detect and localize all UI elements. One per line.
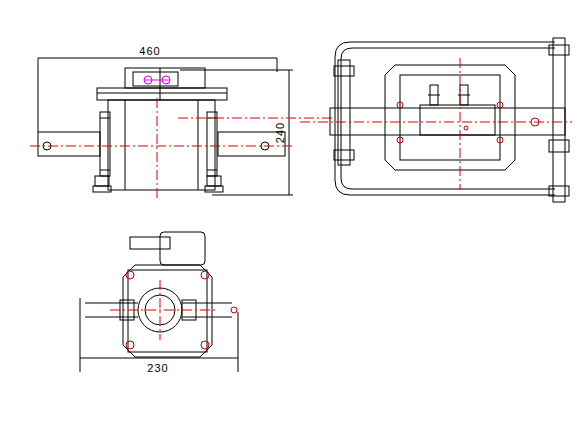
- side-view: [130, 237, 170, 249]
- side-view: [80, 232, 238, 372]
- centre-lines: [157, 98, 158, 198]
- top-view: [334, 150, 354, 160]
- side-view: [182, 303, 232, 304]
- valve-ports: [144, 76, 170, 84]
- bolt-heads: [497, 102, 503, 108]
- bolt-heads: [126, 271, 134, 279]
- front-view: [97, 88, 227, 100]
- front-view: [133, 72, 178, 86]
- side-view: [238, 312, 239, 372]
- top-view: [420, 105, 495, 135]
- front-view: [207, 176, 221, 186]
- centre-lines: [30, 146, 292, 147]
- front-view: [207, 112, 217, 176]
- top-view: [335, 42, 555, 195]
- dimension-label: 460: [139, 46, 160, 57]
- top-view: [334, 66, 354, 76]
- side-view: [160, 232, 205, 265]
- front-view: [205, 186, 223, 192]
- front-view: [93, 186, 111, 192]
- front-view: [108, 100, 215, 190]
- side-view: [182, 317, 232, 318]
- bolt-heads: [201, 271, 209, 279]
- top-view: [553, 38, 565, 202]
- side-view: [85, 317, 138, 318]
- centre-lines: [110, 310, 215, 311]
- centre-lines: [30, 98, 333, 198]
- front-view: [289, 70, 290, 195]
- valve-ports: [144, 80, 170, 81]
- top-view: [341, 48, 555, 189]
- bolt-heads: [201, 341, 209, 349]
- centre-lines: [110, 280, 215, 340]
- top-view: [428, 95, 440, 96]
- centre-lines: [300, 58, 572, 190]
- front-view: [125, 68, 205, 88]
- top-view: [549, 186, 569, 196]
- side-view: [128, 270, 207, 352]
- side-view: [80, 358, 238, 359]
- top-view: [549, 140, 569, 152]
- front-view: [180, 70, 293, 71]
- centre-lines: [300, 122, 572, 123]
- front-view: [207, 170, 217, 171]
- front-view: [100, 112, 110, 176]
- front-view: [38, 132, 100, 156]
- front-view: [95, 176, 109, 186]
- front-view: [198, 100, 199, 190]
- top-view: [385, 65, 515, 170]
- top-view: [400, 75, 500, 160]
- bolt-heads: [464, 126, 468, 130]
- bolt-heads: [397, 137, 403, 143]
- dimension-label: 240: [275, 121, 286, 142]
- front-view: [212, 195, 293, 196]
- top-view: [330, 38, 569, 202]
- front-view: [97, 93, 227, 94]
- side-view: [85, 303, 138, 304]
- front-view: [125, 100, 126, 190]
- centre-lines: [160, 280, 161, 340]
- bolt-heads: [126, 341, 134, 349]
- centre-lines: [460, 58, 461, 190]
- bolt-heads: [397, 102, 403, 108]
- front-view: [100, 118, 110, 119]
- dimension-label: 230: [147, 363, 168, 374]
- bolt-heads: [231, 307, 237, 313]
- front-view: [100, 170, 110, 171]
- front-view: [38, 58, 293, 195]
- bolt-heads: [497, 137, 503, 143]
- side-view: [80, 298, 81, 372]
- top-view: [549, 45, 569, 55]
- front-view: [160, 68, 161, 100]
- centre-lines: [178, 118, 333, 119]
- side-view: [123, 265, 212, 357]
